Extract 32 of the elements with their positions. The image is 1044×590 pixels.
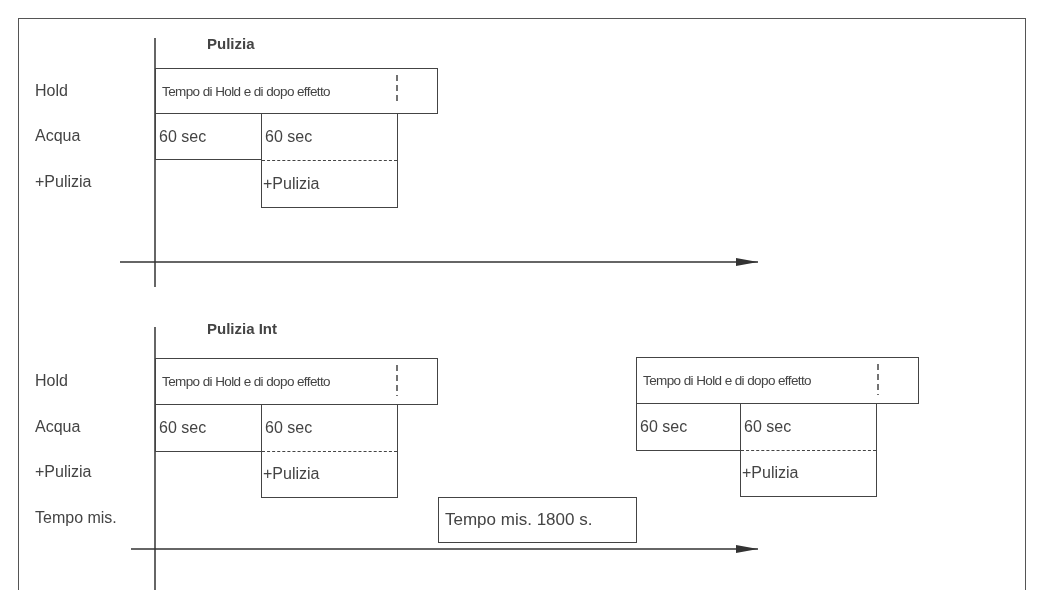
box-text: 60 sec [640, 418, 688, 436]
timing-box [438, 497, 637, 543]
timing-box [740, 403, 877, 497]
box-text: 60 sec [159, 419, 207, 437]
timing-box [155, 68, 438, 114]
timing-box [155, 358, 438, 405]
box-text: +Pulizia [263, 465, 320, 484]
row-label: Acqua [35, 418, 81, 436]
timing-box [261, 113, 398, 208]
timing-box [261, 404, 398, 498]
row-label: +Pulizia [35, 173, 92, 191]
box-text: Tempo di Hold e di dopo effetto [643, 373, 812, 388]
box-text: 60 sec [744, 417, 792, 436]
section-heading: Pulizia [207, 35, 255, 52]
box-text: Tempo mis. 1800 s. [445, 510, 593, 530]
timing-box [636, 357, 919, 404]
timing-box [155, 113, 262, 160]
timing-box [636, 403, 741, 451]
row-label: Hold [35, 372, 68, 390]
timing-box [155, 404, 262, 452]
box-text: +Pulizia [263, 175, 320, 193]
section-heading: Pulizia Int [207, 320, 277, 337]
row-label: Tempo mis. [35, 509, 117, 527]
box-text: 60 sec [265, 418, 313, 437]
box-text: +Pulizia [742, 464, 799, 483]
row-label: Acqua [35, 127, 81, 145]
box-text: Tempo di Hold e di dopo effetto [162, 374, 331, 389]
box-text: 60 sec [159, 127, 207, 146]
row-label: Hold [35, 82, 68, 100]
box-text: Tempo di Hold e di dopo effetto [162, 83, 331, 99]
row-label: +Pulizia [35, 463, 92, 481]
box-text: 60 sec [265, 128, 313, 146]
